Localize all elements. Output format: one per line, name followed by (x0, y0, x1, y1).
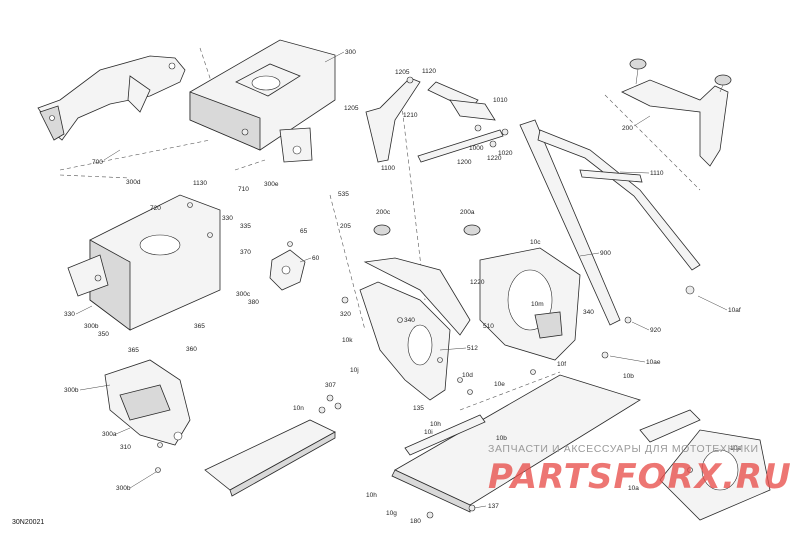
callout-label: 300d (126, 179, 141, 186)
callout-labels: 700 300 1205 1120 1010 1205 1210 1200 11… (64, 49, 741, 525)
callout-label: 205 (340, 223, 351, 230)
running-board-10n (204, 394, 342, 497)
callout-label: 330 (64, 311, 75, 318)
callout-label: 340 (404, 317, 415, 324)
plate-part-10a (639, 409, 771, 521)
drawing-id: 30N20021 (12, 519, 44, 526)
callout-label: 300b (84, 323, 99, 330)
callout-label: 1205 (395, 69, 410, 76)
callout-label: 700 (92, 159, 103, 166)
callout-label: 10e (494, 381, 505, 388)
callout-label: 10m (531, 301, 544, 308)
callout-label: 300a (102, 431, 117, 438)
callout-label: 1020 (498, 150, 513, 157)
callout-label: 300c (236, 291, 251, 298)
callout-label: 370 (240, 249, 251, 256)
callout-label: 300b (116, 485, 131, 492)
callout-label: 60 (312, 255, 320, 262)
callout-label: 1010 (493, 97, 508, 104)
callout-label: 10b (496, 435, 507, 442)
callout-label: 10ae (646, 359, 661, 366)
callout-label: 10af (728, 307, 741, 314)
callout-label: 10a (730, 445, 741, 452)
callout-label: 320 (340, 311, 351, 318)
callout-label: 10d (462, 372, 473, 379)
callout-label: 920 (650, 327, 661, 334)
callout-label: 10c (530, 239, 541, 246)
watermark-logo: PARTSFORX.RU (488, 457, 792, 497)
bracket-assembly-300a (104, 359, 191, 473)
callout-label: 535 (338, 191, 349, 198)
callout-label: 135 (413, 405, 424, 412)
linkage-assembly-1100 (365, 76, 509, 163)
callout-label: 10a (628, 485, 639, 492)
callout-label: 65 (300, 228, 308, 235)
watermark-tagline: ЗАПЧАСТИ И АКСЕССУАРЫ ДЛЯ МОТОТЕХНИКИ (488, 443, 759, 455)
callout-label: 510 (483, 323, 494, 330)
callout-label: 1205 (344, 105, 359, 112)
callout-label: 307 (325, 382, 336, 389)
chassis-lower-left (67, 194, 221, 331)
callout-label: 10n (293, 405, 304, 412)
callout-label: 310 (120, 444, 131, 451)
callout-label: 380 (248, 299, 259, 306)
callout-label: 300b (64, 387, 79, 394)
callout-label: 200 (622, 125, 633, 132)
frame-part-200 (621, 58, 732, 167)
callout-label: 200a (460, 209, 475, 216)
callout-label: 1200 (457, 159, 472, 166)
callout-label: 1100 (381, 165, 395, 172)
side-plate-left (341, 257, 471, 401)
chassis-part-300 (189, 39, 336, 163)
callout-label: 335 (240, 223, 251, 230)
callout-label: 360 (186, 346, 197, 353)
callout-label: 720 (150, 205, 161, 212)
callout-label: 1220 (470, 279, 485, 286)
callout-label: 900 (600, 250, 611, 257)
callout-label: 330 (222, 215, 233, 222)
callout-label: 10b (623, 373, 634, 380)
callout-label: 137 (488, 503, 499, 510)
callout-label: 1130 (193, 180, 207, 187)
callout-label: 10f (557, 361, 566, 368)
callout-label: 1120 (422, 68, 436, 75)
callout-label: 1220 (487, 155, 502, 162)
callout-label: 512 (467, 345, 478, 352)
callout-label: 300 (345, 49, 356, 56)
tunnel-plate-bottom (391, 357, 641, 519)
callout-label: 10k (342, 337, 353, 344)
side-plate-right (373, 224, 581, 361)
bracket-part-60 (269, 241, 306, 291)
callout-label: 340 (583, 309, 594, 316)
callout-label: 10g (386, 510, 397, 517)
callout-label: 200c (376, 209, 391, 216)
callout-label: 10h (366, 492, 377, 499)
callout-label: 365 (128, 347, 139, 354)
callout-label: 10h (430, 421, 441, 428)
callout-label: 1210 (403, 112, 418, 119)
callout-label: 180 (410, 518, 421, 525)
callout-label: 710 (238, 186, 249, 193)
callout-label: 300e (264, 181, 279, 188)
watermark: ЗАПЧАСТИ И АКСЕССУАРЫ ДЛЯ МОТОТЕХНИКИ PA… (488, 443, 792, 497)
callout-label: 1000 (469, 145, 484, 152)
callout-label: 365 (194, 323, 205, 330)
callout-label: 1110 (650, 170, 664, 177)
callout-label: 10i (424, 429, 433, 436)
frame-part-700 (37, 55, 186, 141)
callout-label: 350 (98, 331, 109, 338)
tube-part-900 (519, 119, 701, 359)
callout-label: 10j (350, 367, 359, 374)
